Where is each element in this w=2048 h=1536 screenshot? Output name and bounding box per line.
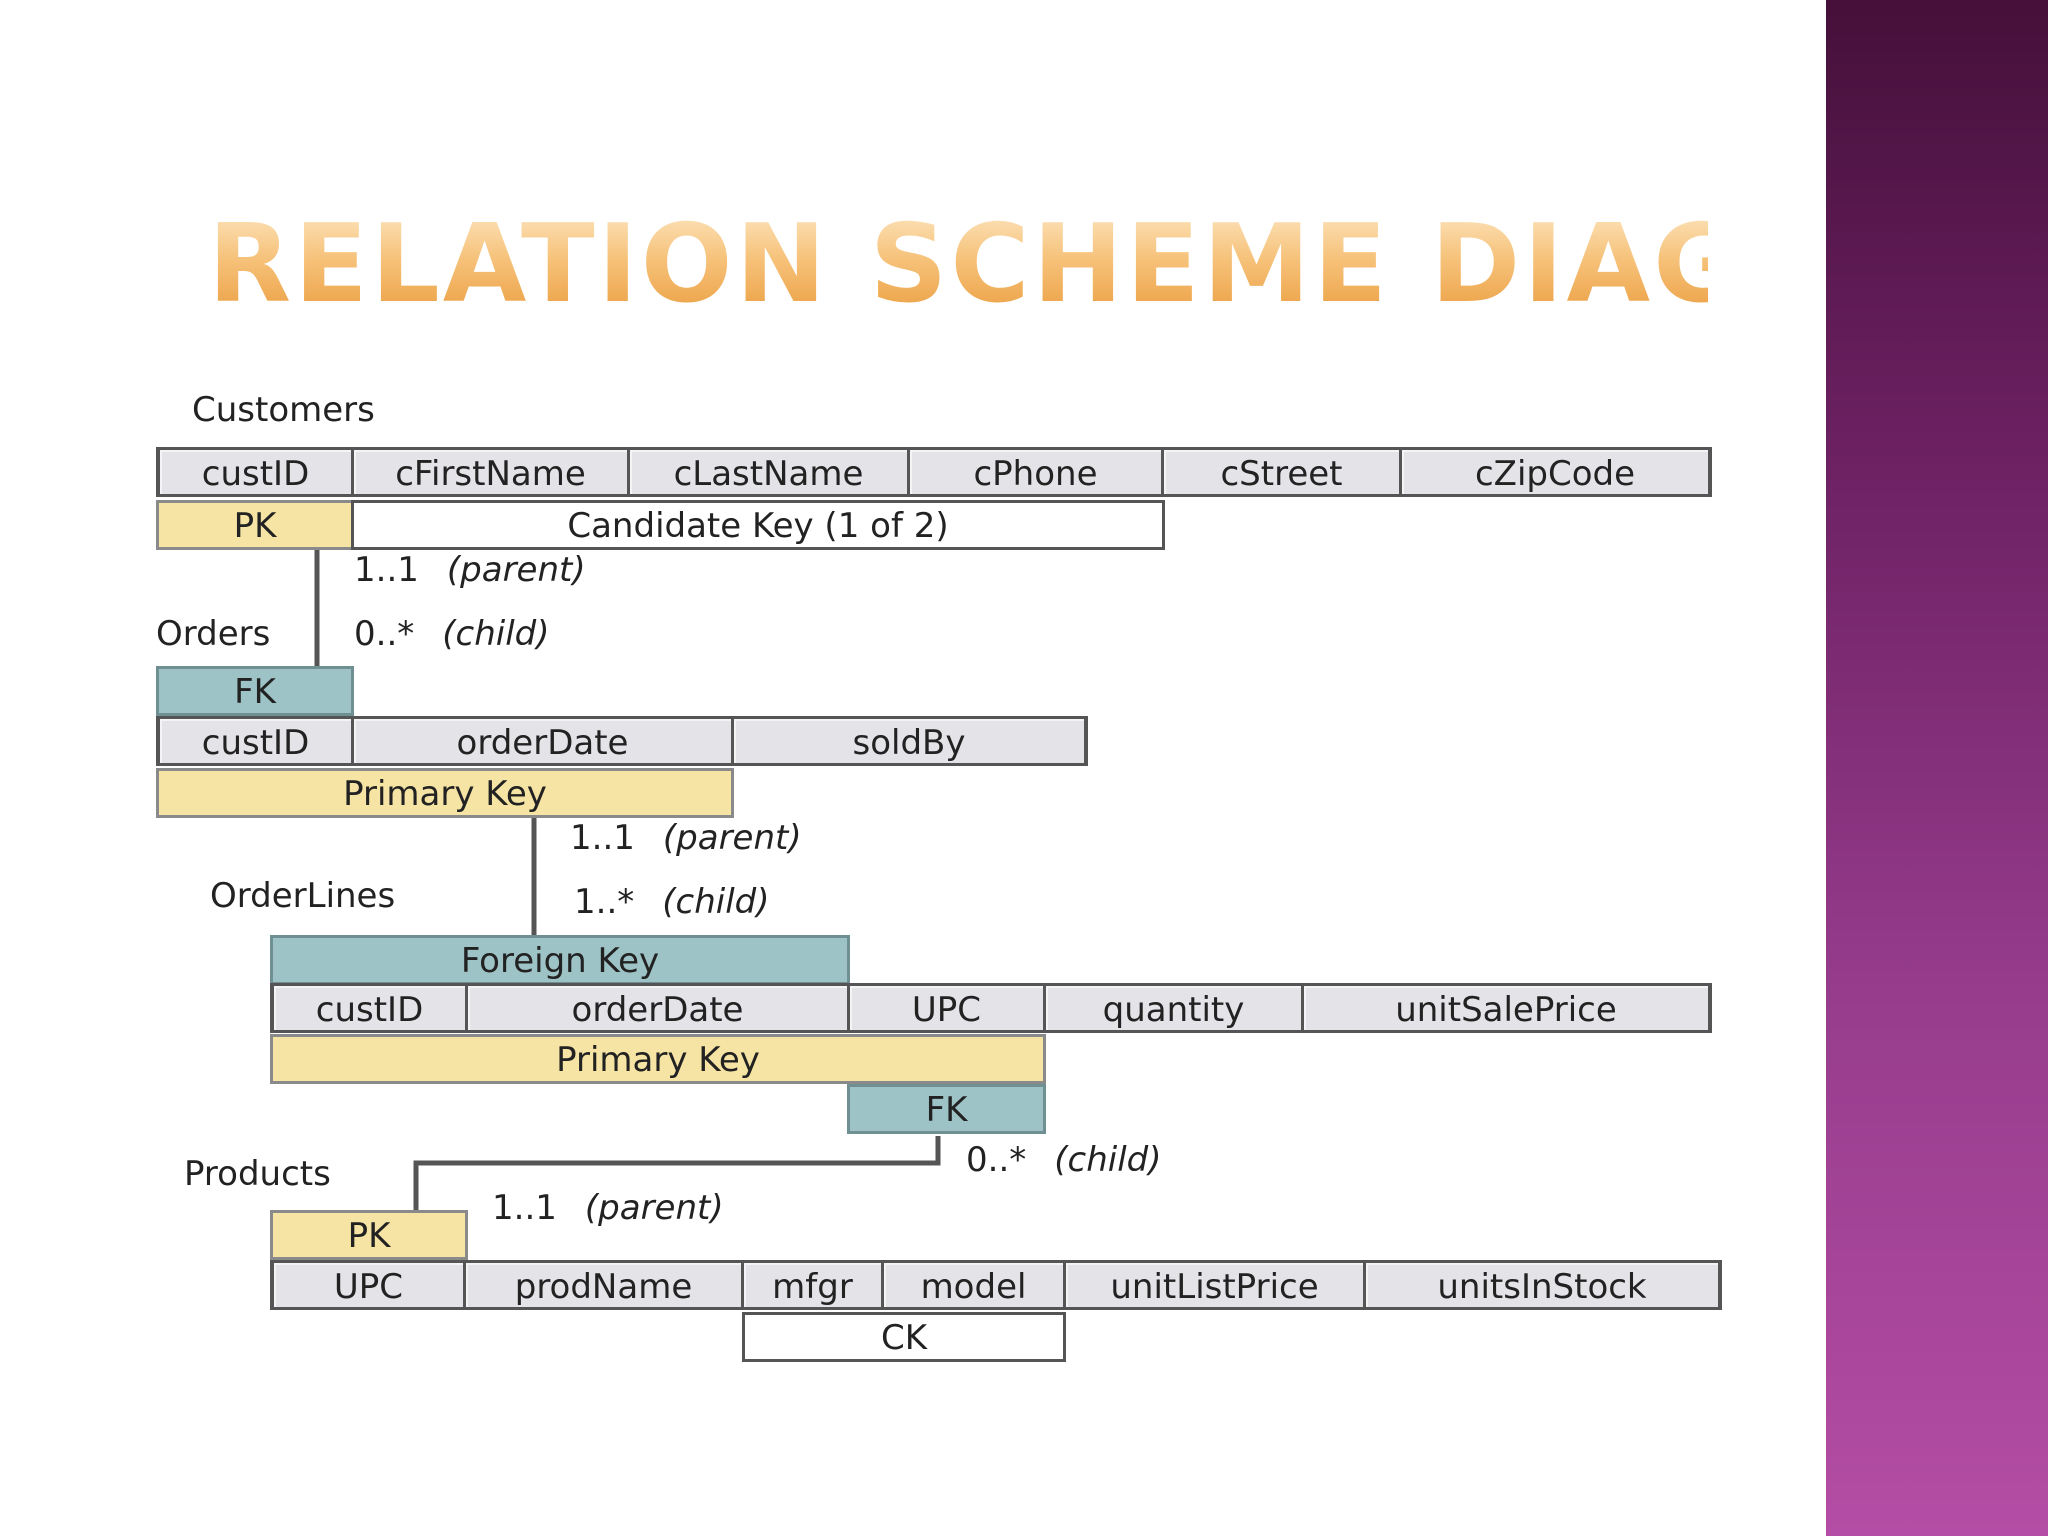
table-name-products: Products [184, 1154, 331, 1194]
attr-orderdate: orderDate [354, 716, 734, 766]
slide-title: RELATION SCHEME DIAGRAM [208, 202, 2028, 327]
mult-role: (parent) [662, 818, 802, 858]
mult-value: 1..1 [492, 1188, 557, 1228]
customers-attribute-row: custID cFirstName cLastName cPhone cStre… [156, 447, 1712, 497]
attr-custid: custID [156, 716, 354, 766]
attr-prodname: prodName [466, 1260, 744, 1310]
products-ck-label: CK [742, 1312, 1066, 1362]
multiplicity-orders-child: 0..* (child) [354, 614, 550, 654]
attr-custid: custID [270, 983, 468, 1033]
orderlines-foreign-key-label: Foreign Key [270, 935, 850, 985]
orders-primary-key-label: Primary Key [156, 768, 734, 818]
attr-quantity: quantity [1046, 983, 1304, 1033]
mult-role: (parent) [446, 550, 586, 590]
orders-fk-label: FK [156, 666, 354, 716]
attr-upc: UPC [850, 983, 1046, 1033]
attr-mfgr: mfgr [744, 1260, 884, 1310]
orderlines-primary-key-label: Primary Key [270, 1034, 1046, 1084]
attr-unitsaleprice: unitSalePrice [1304, 983, 1712, 1033]
customers-pk-label: PK [156, 500, 354, 550]
mult-value: 0..* [966, 1140, 1027, 1180]
mult-value: 0..* [354, 614, 415, 654]
attr-custid: custID [156, 447, 354, 497]
attr-cstreet: cStreet [1164, 447, 1402, 497]
orders-attribute-row: custID orderDate soldBy [156, 716, 1088, 766]
attr-unitsinstock: unitsInStock [1366, 1260, 1722, 1310]
orderlines-products-connector [413, 1136, 941, 1210]
attr-model: model [884, 1260, 1066, 1310]
orderlines-fk-label: FK [847, 1084, 1046, 1134]
multiplicity-orderlines-to-products-child: 0..* (child) [966, 1140, 1162, 1180]
multiplicity-orders-parent: 1..1 (parent) [570, 818, 802, 858]
products-pk-label: PK [270, 1210, 468, 1260]
mult-role: (child) [662, 882, 770, 922]
multiplicity-orderlines-child: 1..* (child) [574, 882, 770, 922]
table-name-customers: Customers [192, 390, 375, 430]
decorative-side-band [1826, 0, 2048, 1536]
orderlines-attribute-row: custID orderDate UPC quantity unitSalePr… [270, 983, 1712, 1033]
multiplicity-products-parent: 1..1 (parent) [492, 1188, 724, 1228]
multiplicity-customers-parent: 1..1 (parent) [354, 550, 586, 590]
relationship-lines [314, 550, 941, 1210]
customers-candidate-key-label: Candidate Key (1 of 2) [351, 500, 1165, 550]
mult-role: (parent) [584, 1188, 724, 1228]
relation-scheme-diagram: Customers custID cFirstName cLastName cP… [140, 380, 1740, 1400]
attr-soldby: soldBy [734, 716, 1088, 766]
mult-role: (child) [442, 614, 550, 654]
mult-value: 1..1 [570, 818, 635, 858]
attr-upc: UPC [270, 1260, 466, 1310]
attr-cphone: cPhone [910, 447, 1164, 497]
attr-clastname: cLastName [630, 447, 910, 497]
attr-cfirstname: cFirstName [354, 447, 630, 497]
mult-role: (child) [1054, 1140, 1162, 1180]
table-name-orderlines: OrderLines [210, 876, 396, 916]
attr-czipcode: cZipCode [1402, 447, 1712, 497]
mult-value: 1..* [574, 882, 635, 922]
attr-orderdate: orderDate [468, 983, 850, 1033]
attr-unitlistprice: unitListPrice [1066, 1260, 1366, 1310]
products-attribute-row: UPC prodName mfgr model unitListPrice un… [270, 1260, 1722, 1310]
mult-value: 1..1 [354, 550, 419, 590]
table-name-orders: Orders [156, 614, 271, 654]
